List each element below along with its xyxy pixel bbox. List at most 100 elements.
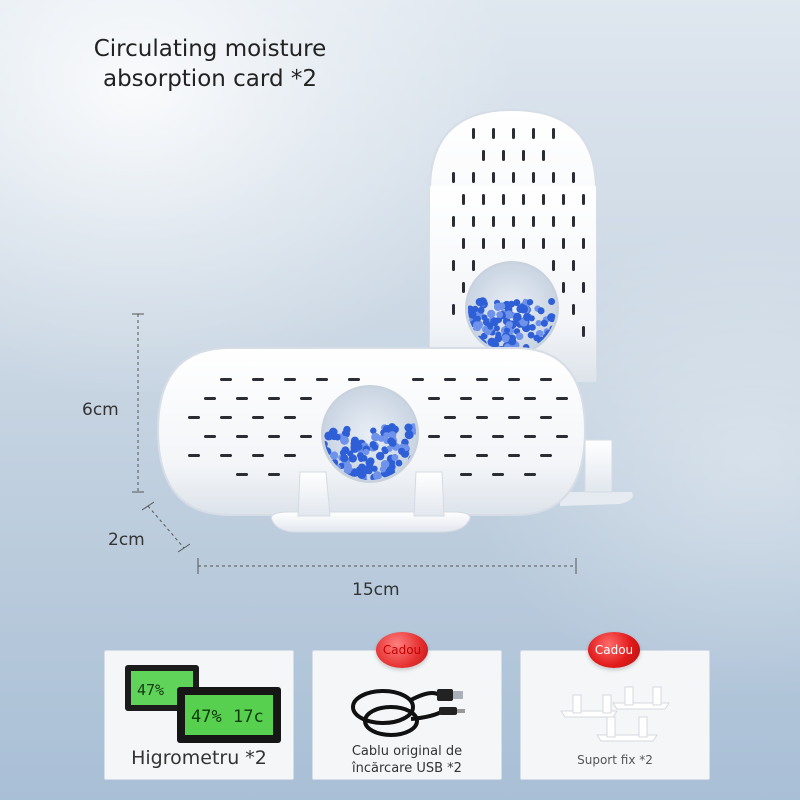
vent-slot — [502, 150, 505, 161]
vent-slot — [552, 172, 555, 183]
silica-bead — [523, 312, 532, 322]
hygrometer-card: 47% 47% 17c Higrometru *2 — [104, 650, 294, 780]
silica-bead — [350, 468, 360, 477]
vent-slot — [452, 304, 455, 315]
vent-slot — [444, 454, 456, 457]
vent-slot — [188, 416, 200, 419]
silica-bead — [372, 444, 379, 451]
vent-slot — [540, 454, 552, 457]
silica-bead — [529, 324, 536, 331]
vent-slot — [542, 150, 545, 161]
vent-slot — [476, 454, 488, 457]
silica-bead — [477, 306, 485, 314]
silica-bead — [340, 435, 349, 445]
vent-slot — [562, 282, 565, 293]
vent-slot — [252, 416, 264, 419]
vent-slot — [268, 435, 280, 438]
usb-cable-label-line-1: Cablu original de — [351, 744, 463, 759]
silica-bead — [330, 432, 338, 441]
silica-bead — [487, 323, 494, 330]
vent-slot — [492, 128, 495, 139]
silica-bead — [386, 466, 394, 474]
silica-bead — [493, 325, 500, 332]
vent-slot — [300, 397, 312, 400]
vent-slot — [220, 454, 232, 457]
silica-bead — [526, 298, 534, 306]
vent-slot — [428, 435, 440, 438]
vent-slot — [552, 128, 555, 139]
vent-slot — [572, 216, 575, 227]
silica-bead — [382, 448, 389, 455]
silica-bead — [361, 466, 370, 475]
vent-slot — [492, 397, 504, 400]
dimension-lines — [132, 313, 577, 574]
vent-slot — [540, 378, 552, 381]
silica-bead — [535, 320, 542, 327]
silica-bead — [475, 297, 484, 307]
vent-slot — [444, 378, 456, 381]
silica-bead — [503, 327, 511, 334]
fixed-support-card: Suport fix *2 — [520, 650, 710, 780]
vent-slot — [582, 194, 585, 205]
vent-slot — [472, 260, 475, 271]
vent-slot — [236, 435, 248, 438]
silica-bead — [391, 453, 399, 461]
silica-bead — [379, 466, 387, 473]
usb-cable-image — [351, 689, 465, 737]
silica-bead — [505, 321, 513, 329]
vent-slot — [524, 435, 536, 438]
vent-slot — [268, 397, 280, 400]
vent-slot — [522, 238, 525, 249]
vent-slot — [502, 194, 505, 205]
vent-slot — [460, 435, 472, 438]
vent-slot — [412, 378, 424, 381]
vent-slot — [556, 435, 568, 438]
silica-bead — [350, 436, 360, 445]
silica-bead — [496, 311, 504, 318]
silica-bead — [547, 313, 556, 322]
usb-cable-label: Cablu original de încărcare USB *2 — [313, 743, 501, 777]
hygrometer-1-humidity: 47% — [137, 681, 164, 699]
silica-bead — [513, 312, 522, 322]
silica-bead — [487, 309, 496, 319]
vent-slot — [552, 260, 555, 271]
width-dimension-label: 15cm — [352, 580, 400, 600]
vent-slot — [522, 150, 525, 161]
vertical-card — [429, 108, 597, 382]
vent-slot — [492, 172, 495, 183]
product-title: Circulating moisture absorption card *2 — [60, 34, 360, 94]
silica-bead — [357, 452, 364, 460]
vent-slot — [492, 216, 495, 227]
vent-slot — [252, 378, 264, 381]
vent-slot — [512, 172, 515, 183]
vent-slot — [236, 473, 248, 476]
vent-slot — [472, 172, 475, 183]
vent-slot — [582, 326, 585, 337]
silica-bead — [325, 432, 333, 439]
stand-front — [270, 471, 471, 533]
silica-bead — [472, 321, 482, 330]
vent-slot — [472, 128, 475, 139]
vent-slot — [512, 128, 515, 139]
silica-bead — [469, 311, 477, 319]
vent-slot — [476, 416, 488, 419]
vent-slot — [220, 416, 232, 419]
vent-slot — [188, 454, 200, 457]
vent-slot — [542, 238, 545, 249]
silica-bead — [343, 425, 351, 434]
vent-slot — [444, 416, 456, 419]
vent-slot — [508, 378, 520, 381]
vent-slot — [452, 260, 455, 271]
fixed-support-label: Suport fix *2 — [577, 753, 653, 767]
silica-bead — [411, 426, 416, 435]
vent-slot — [476, 378, 488, 381]
silica-bead — [493, 302, 502, 311]
vent-slot — [502, 238, 505, 249]
silica-bead — [398, 447, 406, 455]
vent-slot — [540, 416, 552, 419]
vent-slot — [428, 397, 440, 400]
vent-slot — [460, 473, 472, 476]
horizontal-card — [156, 347, 587, 516]
vent-slot — [452, 216, 455, 227]
